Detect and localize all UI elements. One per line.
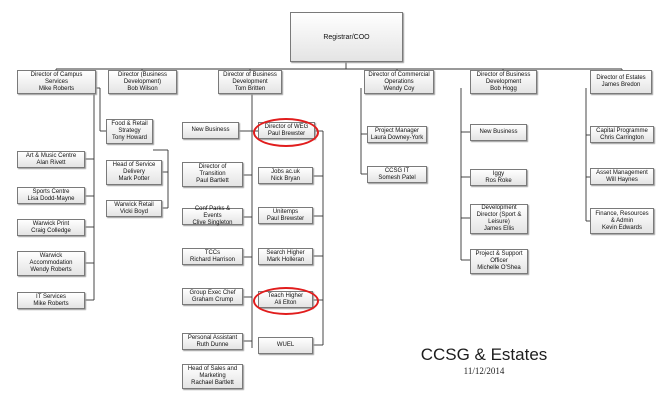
org-box-conf-parks-events: Conf Parks & Events Clive Singleton <box>182 206 243 226</box>
org-box-campus-services-director: Director of Campus Services Mike Roberts <box>17 70 96 94</box>
org-box-commercial-operations-director: Director of Commercial Operations Wendy … <box>364 70 434 94</box>
highlight-ring-director-of-weg <box>253 118 319 147</box>
org-box-personal-assistant: Personal Assistant Ruth Dunne <box>182 333 243 350</box>
chart-title: CCSG & Estates <box>420 345 548 364</box>
org-box-director-of-transition: Director of Transition Paul Bartlett <box>182 162 243 187</box>
org-box-wuel: WUEL <box>258 337 313 354</box>
org-box-it-services: IT Services Mike Roberts <box>17 292 85 309</box>
org-box-business-development-director-hogg: Director of Business Development Bob Hog… <box>470 70 537 94</box>
org-box-business-development-director-wilson: Director (Business Development) Bob Wils… <box>108 70 177 94</box>
org-box-ccsg-it: CCSG IT Somesh Patel <box>367 166 427 183</box>
org-box-new-business-britten: New Business <box>182 122 239 139</box>
org-box-iggy: Iggy Ros Roke <box>470 169 527 186</box>
org-box-art-music-centre: Art & Music Centre Alan Rivett <box>17 151 85 168</box>
org-box-development-director-sport: Development Director (Sport & Leisure) J… <box>470 204 528 234</box>
org-box-head-of-service-delivery: Head of Service Delivery Mark Potter <box>106 160 162 185</box>
org-box-project-manager: Project Manager Laura Downey-York <box>367 126 427 143</box>
org-box-sports-centre: Sports Centre Lisa Dodd-Mayne <box>17 187 85 204</box>
org-box-estates-director: Director of Estates James Bredon <box>590 70 652 94</box>
org-box-head-of-sales-marketing: Head of Sales and Marketing Rachael Bart… <box>182 364 243 389</box>
org-box-registrar: Registrar/COO <box>290 12 403 62</box>
org-box-project-support-officer: Project & Support Officer Michelle O'She… <box>470 249 528 274</box>
org-box-food-retail-strategy: Food & Retail Strategy Tony Howard <box>106 119 153 144</box>
org-box-search-higher: Search Higher Mark Holleran <box>258 248 313 265</box>
org-box-finance-resources-admin: Finance, Resources & Admin Kevin Edwards <box>590 208 654 234</box>
org-box-business-development-director-britten: Director of Business Development Tom Bri… <box>218 70 282 94</box>
chart-date: 11/12/2014 <box>463 366 505 376</box>
highlight-ring-teach-higher <box>253 287 319 315</box>
org-box-asset-management: Asset Management Will Haynes <box>590 168 654 185</box>
org-box-warwick-print: Warwick Print Craig Colledge <box>17 219 85 236</box>
org-box-tccs: TCCs Richard Harrison <box>182 248 243 265</box>
org-box-warwick-accommodation: Warwick Accommodation Wendy Roberts <box>17 251 85 276</box>
org-box-capital-programme: Capital Programme Chris Carrington <box>590 126 654 143</box>
org-box-unitemps: Unitemps Paul Brewster <box>258 207 313 224</box>
org-box-warwick-retail: Warwick Retail Vicki Boyd <box>106 200 162 217</box>
org-box-new-business-hogg: New Business <box>470 124 527 141</box>
org-box-group-exec-chef: Group Exec Chef Graham Crump <box>182 288 243 305</box>
org-box-jobs-ac-uk: Jobs ac.uk Nick Bryan <box>258 167 313 184</box>
